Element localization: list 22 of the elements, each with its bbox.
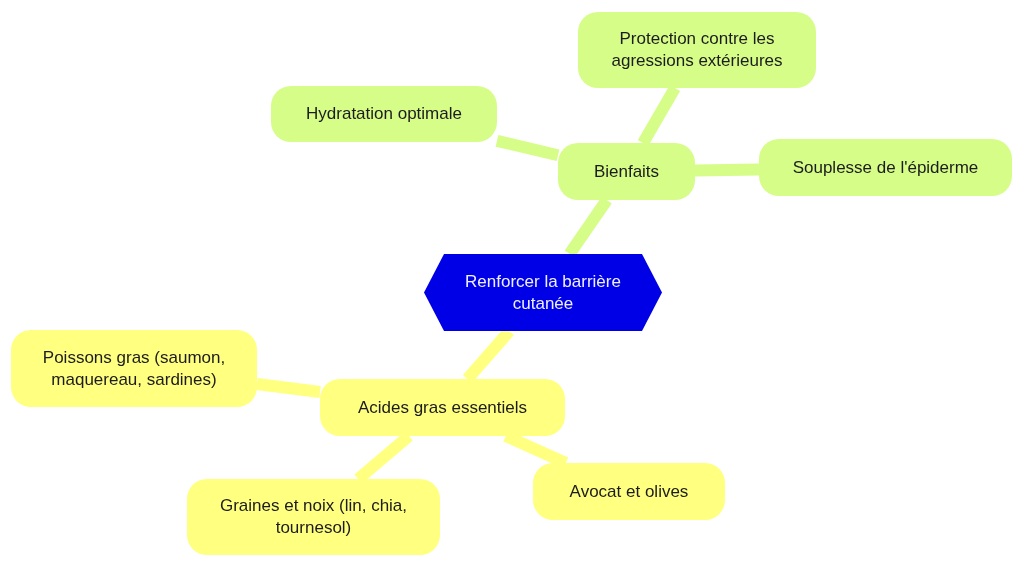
topic-label: Poissons gras (saumon, maquereau, sardines) [41, 346, 227, 391]
topic-box [187, 479, 440, 555]
topic-label: Graines et noix (lin, chia, tournesol) [218, 495, 409, 539]
topic-label: Souplesse de l'épiderme [792, 156, 979, 179]
central-topic-label: Renforcer la barrière cutanée [464, 270, 622, 315]
topic-box [578, 12, 816, 88]
topic-box [533, 463, 725, 520]
topic-box [11, 330, 257, 407]
connector-line [256, 378, 321, 398]
topic-box [271, 86, 497, 142]
topic-label: Bienfaits [593, 160, 660, 183]
topic-label: Acides gras essentiels [357, 396, 528, 419]
connector-line [637, 85, 681, 146]
topic-box [558, 143, 695, 200]
topic-label: Protection contre les agressions extérieures [610, 28, 784, 72]
connector-line [495, 134, 560, 162]
topic-box [759, 139, 1012, 196]
connector-line [694, 163, 760, 177]
topic-label: Avocat et olives [569, 480, 689, 503]
central-topic-hexagon [424, 254, 662, 331]
topic-label: Hydratation optimale [306, 103, 462, 125]
topic-box [320, 379, 565, 436]
